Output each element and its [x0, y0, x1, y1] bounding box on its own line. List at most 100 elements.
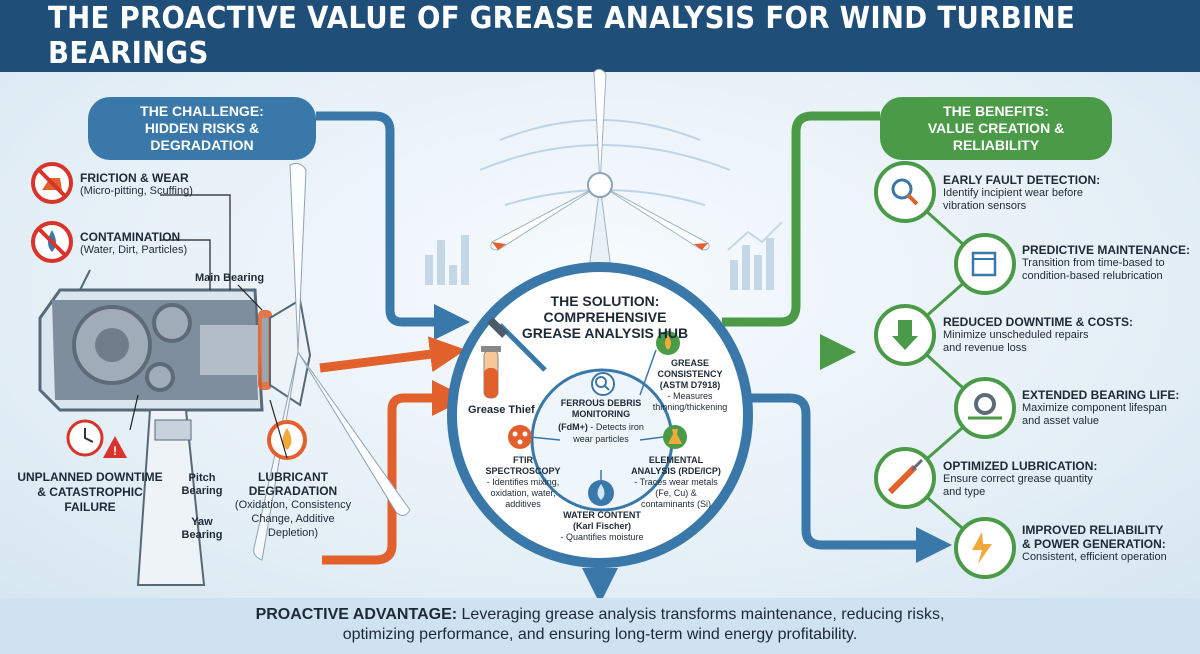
benefit-predictive-title: PREDICTIVE MAINTENANCE:	[1022, 243, 1191, 257]
main-bearing-label: Main Bearing	[195, 272, 265, 284]
arrow-hub-to-benefits-low	[742, 393, 952, 563]
benefit-reliability-title2: & POWER GENERATION:	[1022, 537, 1166, 551]
downtime-line2: & CATASTROPHIC	[37, 485, 143, 499]
pitch-bearing-label: Pitch Bearing	[172, 472, 232, 498]
grease-consistency-label: GREASE CONSISTENCY (ASTM D7918) - Measur…	[640, 358, 740, 413]
lubricant-drop-icon	[267, 420, 307, 460]
benefit-early-fault-title: EARLY FAULT DETECTION:	[943, 173, 1101, 187]
benefit-optimized-lubrication-d2: and type	[943, 486, 986, 498]
footer-banner: PROACTIVE ADVANTAGE: Leveraging grease a…	[0, 598, 1200, 654]
water-drop-icon	[588, 480, 614, 506]
footer-line2: optimizing performance, and ensuring lon…	[342, 626, 858, 643]
bar-chart-decor-right	[727, 221, 783, 290]
lubricant-label: LUBRICANT DEGRADATION (Oxidation, Consis…	[228, 470, 358, 540]
consistency-detail1: - Measures	[667, 391, 713, 401]
challenge-heading-line2: HIDDEN RISKS & DEGRADATION	[144, 120, 260, 153]
ftir-title2: SPECTROSCOPY	[485, 466, 561, 476]
page-title: THE PROACTIVE VALUE OF GREASE ANALYSIS F…	[48, 1, 1076, 71]
benefit-extended-life-d1: Maximize component lifespan	[1022, 402, 1167, 414]
benefit-optimized-lubrication: OPTIMIZED LUBRICATION: Ensure correct gr…	[943, 459, 1183, 499]
grease-thief-label: Grease Thief	[468, 404, 535, 416]
benefit-reliability-d1: Consistent, efficient operation	[1022, 551, 1167, 563]
water-content-label: WATER CONTENT (Karl Fischer) - Quantifie…	[552, 510, 652, 543]
risk-friction-detail: (Micro-pitting, Scuffing)	[80, 185, 193, 197]
solution-title-line1: THE SOLUTION:	[550, 293, 660, 309]
water-title1: WATER CONTENT	[563, 510, 641, 520]
pitch-bearing-line2: Bearing	[181, 485, 223, 497]
clock-warning-icon: !	[66, 419, 127, 458]
benefits-heading: THE BENEFITS: VALUE CREATION & RELIABILI…	[880, 97, 1112, 160]
challenge-heading-line1: THE CHALLENGE:	[140, 103, 264, 119]
benefit-predictive-d1: Transition from time-based to	[1022, 257, 1165, 269]
benefit-predictive: PREDICTIVE MAINTENANCE: Transition from …	[1022, 243, 1197, 283]
elemental-detail3: contaminants (Si)	[640, 499, 712, 509]
benefit-icons	[874, 161, 1016, 579]
lubricant-detail3: Depletion)	[267, 527, 319, 539]
elemental-detail2: (Fe, Cu) &	[655, 488, 697, 498]
contamination-icon	[31, 221, 73, 263]
benefit-reduced-downtime-d2: and revenue loss	[943, 342, 1027, 354]
risk-contamination-title: CONTAMINATION	[80, 230, 181, 244]
consistency-title2: CONSISTENCY	[657, 369, 723, 379]
water-detail1: - Quantifies moisture	[560, 532, 644, 542]
benefit-extended-life-d2: and asset value	[1022, 415, 1100, 427]
ftir-label: FTIR SPECTROSCOPY - Identifies mixing, o…	[478, 455, 568, 510]
turbine-top-icon	[490, 68, 710, 293]
svg-text:!: !	[113, 444, 117, 458]
gear-arrow-icon	[954, 377, 1016, 439]
benefit-predictive-d2: condition-based relubrication	[1022, 270, 1163, 282]
risk-friction-title: FRICTION & WEAR	[80, 171, 189, 185]
benefit-extended-life-title: EXTENDED BEARING LIFE:	[1022, 388, 1180, 402]
magnifier-icon	[591, 372, 615, 396]
elemental-title2: ANALYSIS (RDE/ICP)	[631, 466, 721, 476]
elemental-detail1: - Traces wear metals	[634, 477, 718, 487]
benefit-early-fault-d1: Identify incipient wear before	[943, 187, 1084, 199]
ferrous-detail1: - Detects iron	[590, 422, 644, 432]
ftir-detail2: oxidation, water,	[490, 488, 556, 498]
callout-lines	[129, 194, 288, 459]
grease-thief-icon	[481, 317, 547, 399]
risk-friction-label: FRICTION & WEAR (Micro-pitting, Scuffing…	[80, 171, 193, 198]
benefit-optimized-lubrication-d1: Ensure correct grease quantity	[943, 473, 1093, 485]
water-title2: (Karl Fischer)	[572, 521, 632, 531]
grease-drop-icon	[656, 331, 680, 355]
elemental-title1: ELEMENTAL	[648, 455, 704, 465]
ferrous-title2: MONITORING	[571, 409, 631, 419]
challenge-heading: THE CHALLENGE: HIDDEN RISKS & DEGRADATIO…	[88, 97, 316, 160]
downtime-line3: FAILURE	[64, 500, 116, 514]
yaw-bearing-label: Yaw Bearing	[172, 516, 232, 542]
bar-chart-decor-left	[425, 235, 469, 285]
consistency-detail2: thinning/thickening	[652, 402, 728, 412]
benefit-early-fault-d2: vibration sensors	[943, 200, 1027, 212]
consistency-title1: GREASE	[670, 358, 709, 368]
lubricant-detail1: (Oxidation, Consistency	[234, 499, 352, 511]
benefit-reduced-downtime-title: REDUCED DOWNTIME & COSTS:	[943, 315, 1133, 329]
footer-line1: Leveraging grease analysis transforms ma…	[461, 606, 945, 623]
magnifier-icon	[874, 161, 936, 223]
ferrous-detail2: wear particles	[573, 434, 629, 444]
arrow-lubricant-to-hub	[322, 380, 468, 565]
footer-lead: PROACTIVE ADVANTAGE:	[255, 606, 458, 623]
yaw-bearing-line1: Yaw	[191, 516, 213, 528]
arrow-hub-to-benefits	[722, 111, 880, 327]
benefit-reduced-downtime: REDUCED DOWNTIME & COSTS: Minimize unsch…	[943, 315, 1183, 355]
risk-contamination-label: CONTAMINATION (Water, Dirt, Particles)	[80, 230, 187, 257]
lubricant-title1: LUBRICANT	[258, 470, 328, 484]
ferrous-title3: (FdM+)	[558, 422, 588, 432]
benefit-reduced-downtime-d1: Minimize unscheduled repairs	[943, 329, 1089, 341]
arrow-main-bearing-to-hub	[319, 336, 466, 373]
solution-title-line2: COMPREHENSIVE	[543, 309, 667, 325]
ferrous-debris-label: FERROUS DEBRIS MONITORING (FdM+) - Detec…	[553, 398, 649, 445]
elemental-analysis-label: ELEMENTAL ANALYSIS (RDE/ICP) - Traces we…	[626, 455, 726, 510]
consistency-title3: (ASTM D7918)	[659, 380, 721, 390]
ftir-detail3: additives	[505, 499, 541, 509]
ftir-title1: FTIR	[513, 455, 533, 465]
title-banner: THE PROACTIVE VALUE OF GREASE ANALYSIS F…	[0, 0, 1200, 72]
benefit-optimized-lubrication-title: OPTIMIZED LUBRICATION:	[943, 459, 1098, 473]
ftir-detail1: - Identifies mixing,	[486, 477, 560, 487]
lubricant-detail2: Change, Additive	[251, 513, 335, 525]
friction-wear-icon	[31, 162, 73, 204]
benefit-early-fault: EARLY FAULT DETECTION: Identify incipien…	[943, 173, 1183, 213]
solution-title-line3: GREASE ANALYSIS HUB	[521, 325, 689, 341]
